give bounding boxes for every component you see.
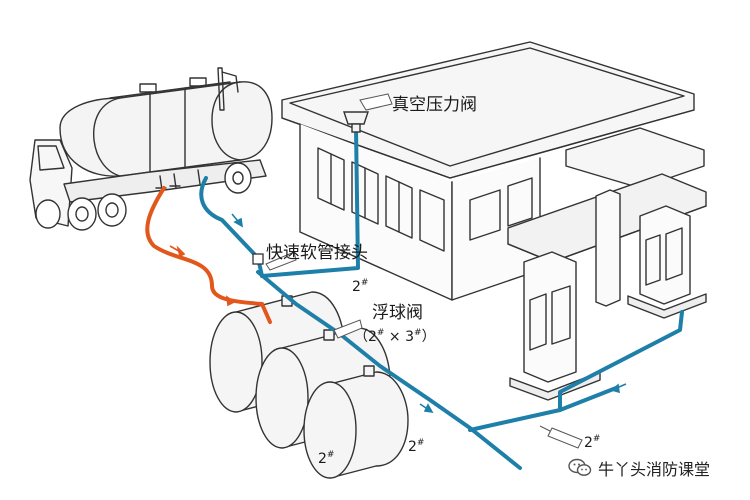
pipe-number-label: 2# <box>352 278 369 295</box>
flow-arrows <box>169 245 236 307</box>
vacuum-pressure-valve-label: 真空压力阀 <box>392 95 477 115</box>
underground-tanks <box>209 291 409 479</box>
tanker-truck <box>29 67 273 231</box>
vapor-arrows <box>231 213 627 414</box>
bottom-pipe-number-label: 2# <box>408 438 425 455</box>
vapor-recovery-pipeline <box>199 126 684 470</box>
fuel-canopy <box>507 173 707 401</box>
float-valve-spec-label: （2# × 3#） <box>354 328 436 345</box>
float-valve-label: 浮球阀 <box>372 303 423 323</box>
quick-coupling <box>252 253 264 265</box>
right-pipe-number-label: 2# <box>584 434 601 451</box>
wechat-icon <box>568 458 592 476</box>
quick-coupling-label: 快速软管接头 <box>266 243 368 263</box>
watermark: 牛丫头消防课堂 <box>568 456 710 480</box>
vacuum-pressure-valve <box>343 111 369 133</box>
station-building <box>281 41 705 301</box>
fuel-unloading-hose <box>145 186 272 324</box>
tank-number-label: 2# <box>318 450 335 467</box>
leader-lines <box>265 93 583 449</box>
watermark-text: 牛丫头消防课堂 <box>598 460 711 479</box>
